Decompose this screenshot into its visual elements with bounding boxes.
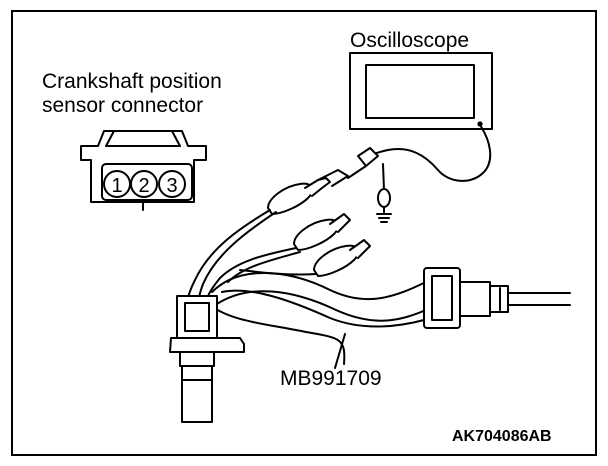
connector-label-line2: sensor connector <box>42 94 204 117</box>
test-clip-1 <box>267 169 349 215</box>
figure-code: AK704086AB <box>452 428 552 445</box>
pin-label-1: 1 <box>111 175 122 197</box>
connector-pins: 1 2 3 <box>103 170 186 198</box>
pin-label-2: 2 <box>138 175 149 197</box>
main-harness-bottom <box>213 290 427 322</box>
figure-frame <box>11 10 597 456</box>
pin-label-3: 3 <box>166 175 177 197</box>
harness-lead-a <box>187 209 271 301</box>
connector-label-line1: Crankshaft position <box>42 70 222 93</box>
crankshaft-sensor-icon <box>169 295 245 423</box>
tool-leader <box>334 333 346 369</box>
ground-icon <box>376 188 392 223</box>
probe-clip <box>357 147 379 167</box>
harness-connector <box>423 267 571 329</box>
harness-lead-b <box>206 247 297 301</box>
test-clip-3 <box>313 239 371 277</box>
tool-label: MB991709 <box>280 367 382 390</box>
oscilloscope-cable <box>369 124 492 182</box>
main-harness-top <box>211 272 425 301</box>
test-clip-2 <box>293 213 351 251</box>
oscilloscope-label: Oscilloscope <box>350 29 470 52</box>
oscilloscope-icon <box>349 52 493 130</box>
